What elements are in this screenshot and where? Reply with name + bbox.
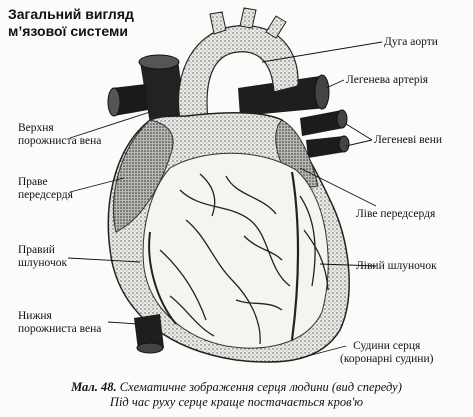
pulmonary-vein-upper-shape — [300, 110, 344, 136]
ventricles-shape — [142, 152, 329, 349]
label-pulmonary-veins: Легеневі вени — [374, 134, 442, 147]
figure-title-line2: м’язової системи — [8, 23, 128, 39]
label-left-atrium-text: Ліве передсердя — [356, 208, 436, 220]
superior-vena-cava-shape — [140, 60, 186, 124]
leader-lines — [67, 41, 383, 359]
label-inferior-vena-cava-line1: Нижня — [18, 310, 52, 322]
label-pulmonary-veins-text: Легеневі вени — [374, 134, 443, 146]
label-right-atrium: Праве передсердя — [18, 176, 73, 202]
label-pulmonary-artery-text: Легенева артерія — [346, 74, 429, 86]
left-vein-stub-shape — [112, 84, 148, 116]
pulmonary-vein-lower-shape — [306, 136, 345, 158]
label-right-atrium-line2: передсердя — [18, 189, 73, 201]
pulmonary-artery-opening — [314, 74, 330, 110]
label-aortic-arch: Дуга аорти — [384, 36, 438, 49]
label-superior-vena-cava-line1: Верхня — [18, 122, 54, 134]
figure-title: Загальний вигляд м’язової системи — [8, 6, 158, 40]
figure-title-line1: Загальний вигляд — [8, 6, 134, 22]
inferior-vena-cava-shape — [134, 314, 164, 350]
label-right-ventricle-line1: Правий — [18, 244, 55, 256]
label-superior-vena-cava-line2: порожниста вена — [18, 135, 102, 147]
label-coronary-vessels-line1: Судини серця — [353, 340, 421, 352]
figure-caption: Мал. 48. Схематичне зображення серця люд… — [0, 380, 473, 410]
caption-figure-number: Мал. 48. — [71, 380, 117, 394]
pulmonary-artery-shape — [238, 76, 326, 116]
label-inferior-vena-cava: Нижня порожниста вена — [18, 310, 101, 336]
coronary-vessels — [159, 173, 329, 345]
aortic-arch-shape — [177, 25, 299, 121]
caption-line1-text: Схематичне зображення серця людини (вид … — [119, 380, 402, 394]
caption-line1: Мал. 48. Схематичне зображення серця люд… — [0, 380, 473, 395]
label-aortic-arch-text: Дуга аорти — [384, 36, 438, 48]
label-left-atrium: Ліве передсердя — [356, 208, 435, 221]
interventricular-groove — [290, 171, 300, 341]
label-superior-vena-cava: Верхня порожниста вена — [18, 122, 101, 148]
label-coronary-vessels: Судини серця (коронарні судини) — [340, 340, 433, 366]
right-atrium-shape — [112, 119, 174, 233]
label-pulmonary-artery: Легенева артерія — [346, 74, 428, 87]
label-right-ventricle-line2: шлуночок — [18, 257, 68, 269]
label-left-ventricle-text: Лівий шлуночок — [356, 260, 437, 272]
label-left-ventricle: Лівий шлуночок — [356, 260, 437, 273]
label-right-ventricle: Правий шлуночок — [18, 244, 67, 270]
caption-line2: Під час руху серце краще постачається кр… — [109, 395, 364, 409]
superior-vena-cava-opening — [138, 54, 180, 70]
label-inferior-vena-cava-line2: порожниста вена — [18, 323, 102, 335]
label-right-atrium-line1: Праве — [18, 176, 48, 188]
label-coronary-vessels-line2: (коронарні судини) — [340, 353, 434, 365]
